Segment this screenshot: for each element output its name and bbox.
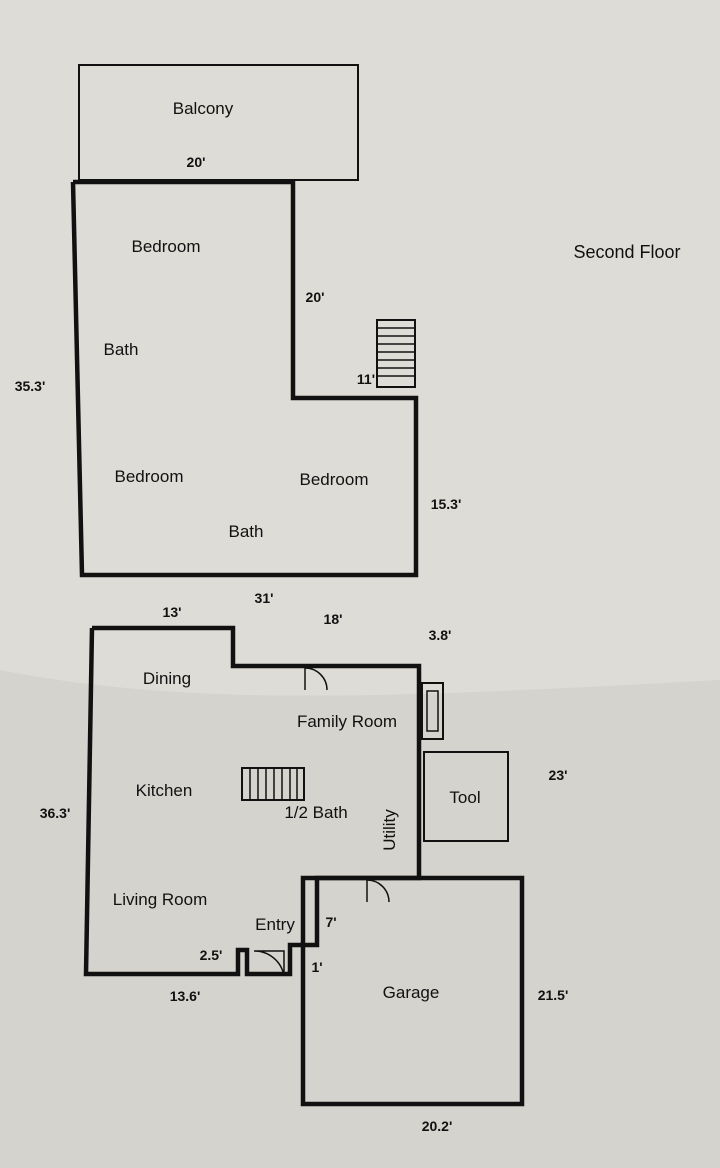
lower-stair-steps [249,768,298,800]
upper-bottom-width: 31' [255,590,274,606]
upper-stair-steps [377,327,415,377]
bedroom-right-label: Bedroom [300,470,369,489]
upper-floor-plan: Balcony Bedroom Bath Bedroom Bedroom Bat… [15,64,462,606]
balcony-label: Balcony [173,99,234,118]
second-floor-heading: Second Floor [573,242,680,262]
tub-outline [421,682,444,740]
upper-right-height: 15.3' [431,496,462,512]
entry-step-dim: 1' [311,959,322,975]
tool-room-outline [423,751,509,842]
tub-inner [426,690,439,732]
living-room-label: Living Room [113,890,208,909]
family-door-swing [304,667,328,691]
entry-depth-dim: 7' [325,914,336,930]
garage-height-dim: 21.5' [538,987,569,1003]
upper-balcony-width: 20' [187,154,206,170]
lower-top-middle-dim: 18' [324,611,343,627]
utility-label: Utility [380,809,399,851]
lower-floor-plan: Dining Family Room Kitchen 1/2 Bath Util… [40,604,569,1134]
bath-top-label: Bath [104,340,139,359]
entry-jog-dim: 2.5' [200,947,223,963]
lower-left-height-dim: 36.3' [40,805,71,821]
lower-top-left-dim: 13' [163,604,182,620]
lower-right-height-dim: 23' [549,767,568,783]
lower-floor-walls [83,625,422,977]
bedroom-top-label: Bedroom [132,237,201,256]
garage-width-dim: 20.2' [422,1118,453,1134]
upper-floor-walls [70,179,419,578]
family-room-label: Family Room [297,712,397,731]
bedroom-left-label: Bedroom [115,467,184,486]
upper-stairs [376,319,416,388]
lower-stairs [241,767,305,801]
tool-label: Tool [449,788,480,807]
entry-label: Entry [255,915,295,934]
dining-label: Dining [143,669,191,688]
entry-door-swing [253,950,285,977]
bath-bottom-label: Bath [229,522,264,541]
upper-left-height: 35.3' [15,378,46,394]
lower-bottom-left-dim: 13.6' [170,988,201,1004]
kitchen-label: Kitchen [136,781,193,800]
half-bath-label: 1/2 Bath [284,803,347,822]
garage-door-swing [366,879,390,903]
lower-top-right-dim: 3.8' [429,627,452,643]
garage-label: Garage [383,983,440,1002]
upper-stair-step: 11' [357,371,375,387]
garage-walls [300,875,525,1107]
paper-shadow [0,670,720,1168]
upper-inner-wall: 20' [306,289,325,305]
